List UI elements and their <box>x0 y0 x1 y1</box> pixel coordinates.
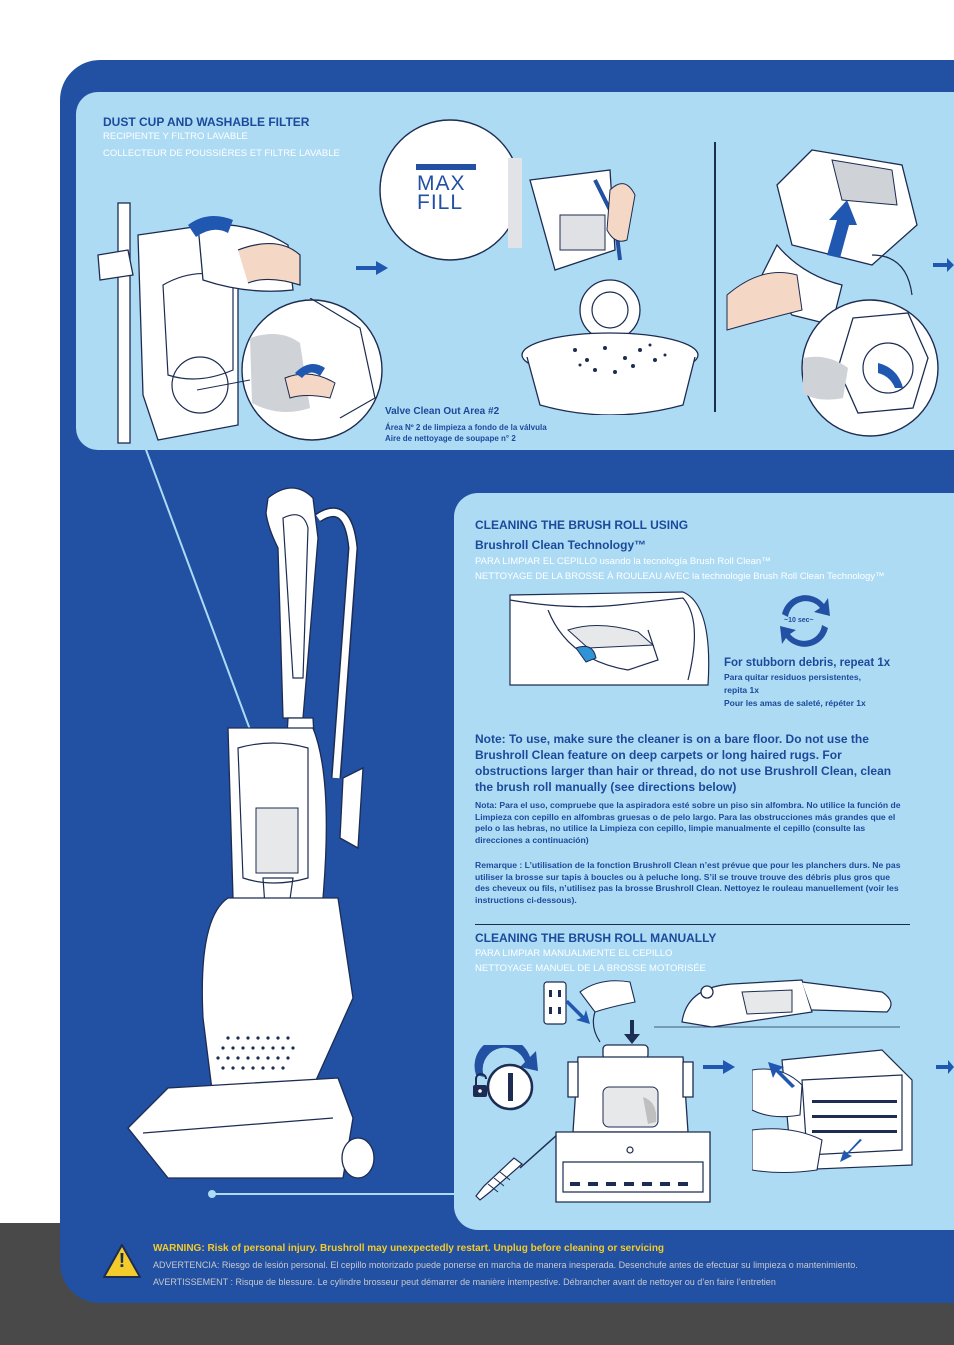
step-arrow-right-icon-3 <box>703 1060 735 1074</box>
brushroll-clean-subtitle-fr: NETTOYAGE DE LA BROSSE À ROULEAU AVEC la… <box>475 571 885 582</box>
brushroll-clean-title-2: Brushroll Clean Technology™ <box>475 538 647 552</box>
step-arrow-down-icon <box>624 1020 640 1044</box>
dust-cup-subtitle-es: RECIPIENTE Y FILTRO LAVABLE <box>103 131 248 142</box>
dust-cup-title: DUST CUP AND WASHABLE FILTER <box>103 115 310 129</box>
repeat-note-fr: Pour les amas de saleté, répéter 1x <box>724 698 866 708</box>
valve-label-fr: Aire de nettoyage de soupape n° 2 <box>385 434 516 443</box>
manual-title: CLEANING THE BRUSH ROLL MANUALLY <box>475 931 717 945</box>
panel-divider <box>714 142 716 412</box>
warning-fr: AVERTISSEMENT : Risque de blessure. Le c… <box>153 1277 776 1287</box>
emptying-dust-cup-illustration <box>521 169 699 415</box>
warning-en: WARNING: Risk of personal injury. Brushr… <box>153 1243 665 1254</box>
manual-subtitle-fr: NETTOYAGE MANUEL DE LA BROSSE MOTORISÉE <box>475 963 706 974</box>
max-fill-label-1: MAX <box>417 172 466 195</box>
note-es: Nota: Para el uso, compruebe que la aspi… <box>475 800 901 845</box>
valve-clean-out-zoom <box>241 298 383 441</box>
upright-vacuum-illustration <box>127 487 375 1179</box>
max-fill-label-2: FILL <box>417 191 464 214</box>
brushroll-pedal-illustration <box>509 591 710 686</box>
unplug-illustration <box>543 980 636 1043</box>
repeat-note-es-1: Para quitar residuos persistentes, <box>724 672 861 682</box>
step-arrow-right-icon <box>356 261 388 275</box>
filter-removal-illustration <box>726 149 918 331</box>
filter-twist-zoom <box>801 299 939 437</box>
manual-subtitle-es: PARA LIMPIAR MANUALMENTE EL CEPILLO <box>475 948 673 959</box>
valve-label-es: Área Nº 2 de limpieza a fondo de la válv… <box>385 423 547 432</box>
section-divider <box>475 924 910 925</box>
warning-es: ADVERTENCIA: Riesgo de lesión personal. … <box>153 1260 858 1270</box>
warning-triangle-icon <box>103 1244 141 1278</box>
dust-cup-removal-illustration <box>97 202 301 444</box>
brush-head-underside-illustration <box>555 1044 711 1203</box>
dust-cup-subtitle-fr: COLLECTEUR DE POUSSIÈRES ET FILTRE LAVAB… <box>103 148 340 159</box>
vacuum-lying-down-illustration <box>654 979 900 1028</box>
brushroll-clean-title-1: CLEANING THE BRUSH ROLL USING <box>475 518 689 532</box>
warning-exclamation: ! <box>118 1250 126 1272</box>
timer-label: ~10 sec~ <box>784 617 814 624</box>
zoom-leader-line <box>196 379 251 391</box>
vacuum-pointer-line <box>208 1190 457 1198</box>
note-en: Note: To use, make sure the cleaner is o… <box>475 732 892 794</box>
unlock-screw-icon <box>473 1045 538 1111</box>
brushroll-clean-subtitle-es: PARA LIMPIAR EL CEPILLO usando la tecnol… <box>475 556 771 567</box>
max-fill-zoom <box>379 119 522 261</box>
repeat-note-en: For stubborn debris, repeat 1x <box>724 657 891 669</box>
repeat-note-es-2: repita 1x <box>724 685 759 695</box>
timer-cycle-icon <box>780 595 830 647</box>
brushroll-removal-illustration <box>752 1049 913 1174</box>
valve-label-en: Valve Clean Out Area #2 <box>385 406 500 417</box>
callout-line <box>144 446 269 779</box>
screwdriver-icon <box>475 1133 559 1201</box>
step-arrow-right-icon-2 <box>933 258 954 272</box>
note-fr: Remarque : L’utilisation de la fonction … <box>475 860 901 905</box>
step-arrow-right-icon-4 <box>936 1060 954 1074</box>
